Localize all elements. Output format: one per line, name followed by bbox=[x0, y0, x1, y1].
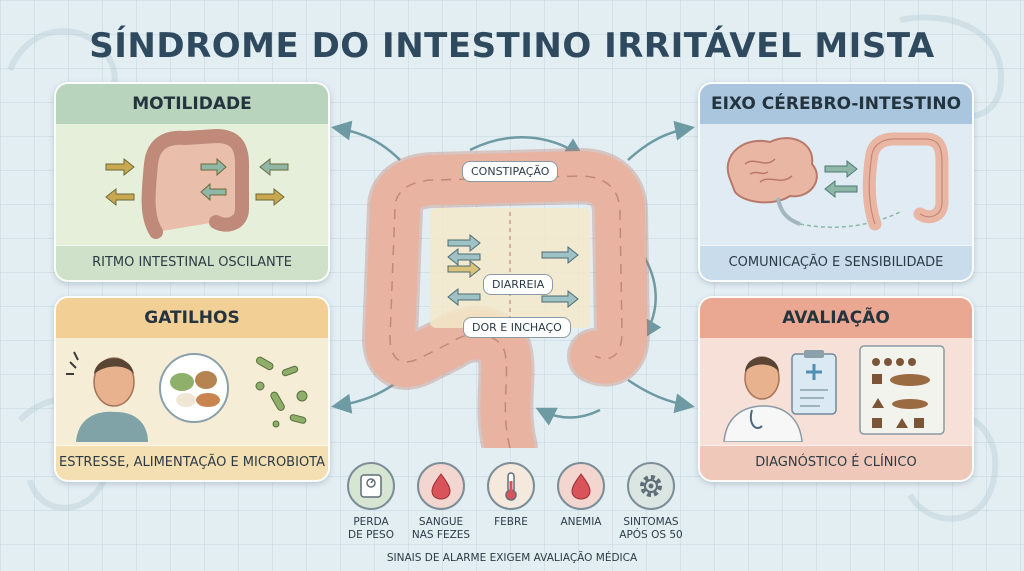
alarm-label-line: SINTOMAS bbox=[623, 516, 679, 528]
colon-illustration bbox=[141, 128, 249, 239]
triggers-illustration bbox=[56, 338, 328, 446]
alarm-sign-anemia: ANEMIA bbox=[546, 462, 616, 529]
alarm-label-line: ANEMIA bbox=[560, 516, 602, 528]
panel-eixo-heading: EIXO CÉREBRO-INTESTINO bbox=[700, 84, 972, 124]
alarm-label-line: PERDA bbox=[353, 516, 389, 528]
scale-icon bbox=[347, 462, 395, 510]
panel-motilidade: MOTILIDADE RITMO INTESTINAL OSCILANTE bbox=[54, 82, 330, 282]
alarm-note: SINAIS DE ALARME EXIGEM AVALIAÇÃO MÉDICA bbox=[386, 552, 638, 564]
panel-avaliacao: AVALIAÇÃO DIAGNÓSTICO É bbox=[698, 296, 974, 482]
panel-eixo-cerebro-intestino: EIXO CÉREBRO-INTESTINO COMUNICAÇÃO E SEN… bbox=[698, 82, 974, 282]
panel-avaliacao-heading: AVALIAÇÃO bbox=[700, 298, 972, 338]
microbiota-icon bbox=[255, 356, 308, 428]
thermometer-icon bbox=[487, 462, 535, 510]
signal-arrows bbox=[824, 159, 858, 199]
panel-avaliacao-caption: DIAGNÓSTICO É CLÍNICO bbox=[700, 445, 972, 480]
evaluation-illustration bbox=[700, 338, 972, 446]
transit-arrows bbox=[447, 233, 579, 309]
panel-eixo-caption: COMUNICAÇÃO E SENSIBILIDADE bbox=[700, 245, 972, 280]
alarm-label-line: FEBRE bbox=[494, 516, 528, 528]
panel-gatilhos-caption: ESTRESSE, ALIMENTAÇÃO E MICROBIOTA bbox=[56, 445, 328, 480]
blood-drop-icon bbox=[557, 462, 605, 510]
panel-gatilhos-heading: GATILHOS bbox=[56, 298, 328, 338]
label-dor-e-inchaco: DOR E INCHAÇO bbox=[463, 317, 571, 338]
alarm-sign-febre: FEBRE bbox=[476, 462, 546, 529]
motility-arrows bbox=[105, 157, 289, 207]
doctor-icon bbox=[723, 356, 803, 443]
central-colon-illustration bbox=[362, 148, 650, 448]
brain-gut-illustration bbox=[700, 124, 972, 246]
clipboard-icon bbox=[791, 350, 837, 415]
label-diarreia: DIARREIA bbox=[483, 274, 554, 295]
alarm-label-line: DE PESO bbox=[348, 529, 394, 541]
colon-icon bbox=[362, 148, 650, 448]
stressed-person-icon bbox=[66, 351, 148, 442]
intestine-icon bbox=[862, 132, 949, 231]
blood-drop-icon bbox=[417, 462, 465, 510]
motility-illustration bbox=[56, 124, 328, 246]
brain-icon bbox=[726, 137, 818, 226]
page-title: SÍNDROME DO INTESTINO IRRITÁVEL MISTA bbox=[89, 26, 935, 66]
gear-icon bbox=[627, 462, 675, 510]
label-constipacao: CONSTIPAÇÃO bbox=[462, 161, 559, 182]
food-plate-icon bbox=[159, 353, 229, 423]
alarm-label-line: SANGUE bbox=[418, 516, 464, 528]
panel-motilidade-heading: MOTILIDADE bbox=[56, 84, 328, 124]
panel-gatilhos: GATILHOS bbox=[54, 296, 330, 482]
panel-motilidade-caption: RITMO INTESTINAL OSCILANTE bbox=[56, 245, 328, 280]
alarm-label-line: NAS FEZES bbox=[411, 529, 471, 541]
alarm-label-line: APÓS OS 50 bbox=[619, 529, 683, 541]
stool-chart-icon bbox=[859, 345, 945, 435]
